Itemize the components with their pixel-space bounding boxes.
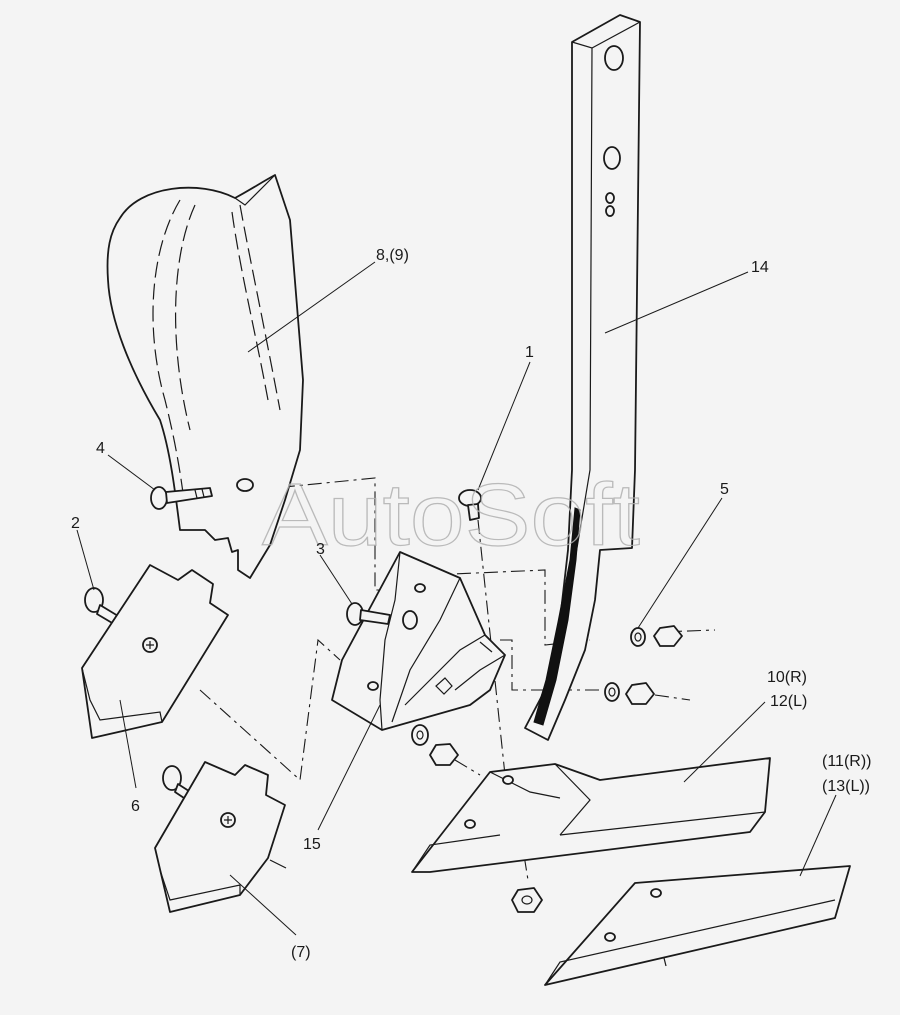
callout-labels: 8,(9) 14 1 4 5 2 3 10(R) 12(L) (11(R)) (… xyxy=(71,247,871,961)
callout-4: 4 xyxy=(96,440,105,457)
callout-7: (7) xyxy=(291,944,311,961)
bolt-part-4 xyxy=(150,486,213,510)
bolt-part-3 xyxy=(346,602,418,630)
moldboard-part-8 xyxy=(106,174,304,579)
callout-14: 14 xyxy=(751,259,769,276)
bolt-part-1 xyxy=(458,489,482,521)
callout-8-9: 8,(9) xyxy=(376,247,409,264)
callout-13-l: (13(L)) xyxy=(822,778,870,795)
callout-5: 5 xyxy=(720,481,729,498)
callout-6: 6 xyxy=(131,798,140,815)
frog-part-15 xyxy=(331,551,506,731)
shank-part-14 xyxy=(524,14,641,741)
share-point-part-6 xyxy=(81,564,229,739)
callout-12-l: 12(L) xyxy=(770,693,807,710)
callout-15: 15 xyxy=(303,836,321,853)
watermark: AutoSoft xyxy=(262,465,640,564)
washer-and-nut-lower xyxy=(411,724,459,766)
share-part-10 xyxy=(411,757,771,873)
nut-lower-share xyxy=(511,887,543,913)
share-part-11 xyxy=(544,865,851,986)
callout-leaders xyxy=(76,261,837,936)
callout-1: 1 xyxy=(525,344,534,361)
share-point-part-7 xyxy=(154,761,287,913)
callout-3: 3 xyxy=(316,541,325,558)
callout-11-r: (11(R)) xyxy=(822,753,871,770)
washers-and-nuts-part-5 xyxy=(604,625,683,705)
callout-10-r: 10(R) xyxy=(767,669,807,686)
callout-2: 2 xyxy=(71,515,80,532)
